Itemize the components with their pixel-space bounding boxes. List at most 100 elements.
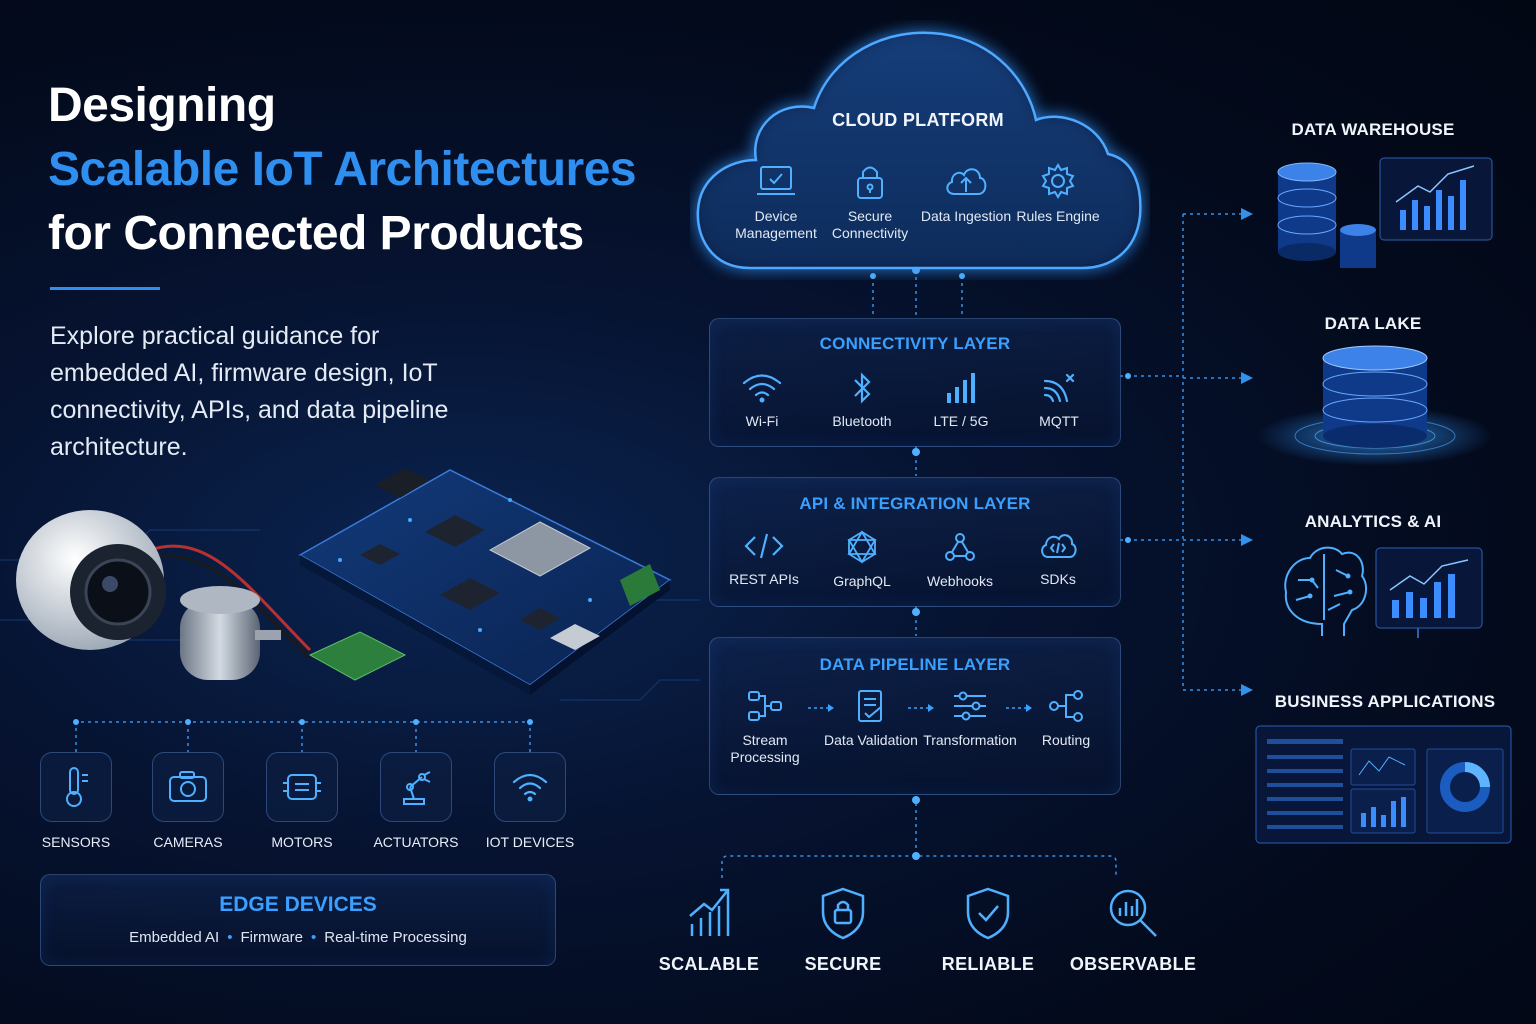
device-label: ACTUATORS bbox=[373, 834, 459, 850]
item-label: GraphQL bbox=[833, 573, 891, 589]
item-label: SDKs bbox=[1040, 571, 1076, 587]
edge-feature: Real-time Processing bbox=[324, 929, 467, 946]
property-observable: OBSERVABLE bbox=[1063, 886, 1203, 975]
device-actuators[interactable]: ACTUATORS bbox=[361, 752, 471, 850]
edge-feature: Firmware bbox=[240, 929, 304, 946]
shield-lock-icon bbox=[821, 887, 865, 940]
cloud-upload-icon bbox=[946, 168, 987, 195]
pipeline-item-transformation[interactable]: Transformation bbox=[915, 688, 1025, 749]
growth-chart-icon bbox=[689, 888, 730, 936]
connectivity-item-mqtt[interactable]: MQTT bbox=[1004, 371, 1114, 430]
item-label: Secure Connectivity bbox=[831, 208, 909, 241]
pipeline-title: DATA PIPELINE LAYER bbox=[819, 655, 1011, 674]
routing-icon bbox=[1049, 690, 1083, 722]
item-label: Stream Processing bbox=[730, 732, 800, 765]
title-line-2: Scalable IoT Architectures bbox=[48, 143, 637, 196]
connectivity-item-bluetooth[interactable]: Bluetooth bbox=[807, 371, 917, 430]
webhook-icon bbox=[945, 533, 975, 561]
checklist-icon bbox=[858, 690, 882, 722]
item-label: Routing bbox=[1041, 732, 1091, 748]
cloud-item-secure-connectivity[interactable]: Secure Connectivity bbox=[815, 162, 925, 242]
robot-arm-icon bbox=[403, 771, 431, 805]
api-item-sdks[interactable]: SDKs bbox=[1003, 529, 1113, 588]
cloud-item-data-ingestion[interactable]: Data Ingestion bbox=[911, 162, 1021, 225]
property-scalable: SCALABLE bbox=[639, 886, 779, 975]
edge-feature: Embedded AI bbox=[129, 929, 220, 946]
lock-icon bbox=[857, 166, 883, 199]
brain-icon bbox=[1284, 546, 1483, 638]
api-title: API & INTEGRATION LAYER bbox=[799, 494, 1031, 513]
signal-bars-icon bbox=[947, 373, 975, 403]
property-reliable: RELIABLE bbox=[918, 886, 1058, 975]
gear-icon bbox=[1041, 163, 1075, 199]
title-underline bbox=[50, 287, 160, 290]
destination-analytics-ai-label: ANALYTICS & AI bbox=[1304, 512, 1442, 531]
item-label: LTE / 5G bbox=[933, 413, 989, 429]
wifi-icon bbox=[742, 374, 782, 403]
device-label: MOTORS bbox=[271, 834, 333, 850]
property-label: SECURE bbox=[804, 954, 882, 974]
item-label: Wi-Fi bbox=[745, 413, 779, 429]
item-label: Device Management bbox=[735, 208, 817, 241]
device-iot[interactable]: IOT DEVICES bbox=[475, 752, 585, 850]
device-label: CAMERAS bbox=[153, 834, 223, 850]
item-label: Bluetooth bbox=[832, 413, 892, 429]
code-icon bbox=[744, 533, 784, 559]
cloud-shape bbox=[696, 31, 1142, 270]
wifi-icon bbox=[512, 773, 548, 802]
title-line-1: Designing bbox=[48, 79, 276, 132]
item-label: Rules Engine bbox=[1016, 208, 1100, 224]
item-label: Webhooks bbox=[927, 573, 993, 589]
item-label: REST APIs bbox=[729, 571, 799, 587]
thermometer-icon bbox=[66, 767, 88, 807]
connectivity-item-lte[interactable]: LTE / 5G bbox=[906, 371, 1016, 430]
cloud-item-rules-engine[interactable]: Rules Engine bbox=[1003, 162, 1113, 225]
pipeline-item-validation[interactable]: Data Validation bbox=[816, 688, 926, 749]
edge-features: Embedded AI•Firmware•Real-time Processin… bbox=[129, 929, 467, 946]
camera-icon bbox=[169, 771, 207, 802]
property-label: OBSERVABLE bbox=[1069, 954, 1197, 974]
destination-business-apps-label: BUSINESS APPLICATIONS bbox=[1274, 692, 1496, 711]
title-line-3: for Connected Products bbox=[48, 207, 584, 260]
bluetooth-icon bbox=[854, 372, 871, 404]
pipeline-layer-panel: DATA PIPELINE LAYER Stream Processing Da… bbox=[709, 637, 1121, 795]
dashboard-icon bbox=[1255, 725, 1512, 844]
graphql-icon bbox=[847, 530, 877, 564]
pipeline-item-stream[interactable]: Stream Processing bbox=[710, 688, 820, 766]
item-label: Data Ingestion bbox=[920, 208, 1012, 224]
item-label: MQTT bbox=[1039, 413, 1079, 429]
api-item-rest[interactable]: REST APIs bbox=[709, 529, 819, 588]
device-cameras[interactable]: CAMERAS bbox=[133, 752, 243, 850]
api-layer-panel: API & INTEGRATION LAYER REST APIs GraphQ… bbox=[709, 477, 1121, 607]
device-label: SENSORS bbox=[41, 834, 111, 850]
stream-icon bbox=[748, 691, 782, 721]
property-label: SCALABLE bbox=[658, 954, 760, 974]
cloud-title: CLOUD PLATFORM bbox=[832, 110, 1004, 130]
connectivity-item-wifi[interactable]: Wi-Fi bbox=[707, 371, 817, 430]
device-motors[interactable]: MOTORS bbox=[247, 752, 357, 850]
camera-device bbox=[16, 510, 166, 650]
destination-data-lake-label: DATA LAKE bbox=[1324, 314, 1422, 333]
pipeline-arrows bbox=[808, 704, 1032, 712]
device-sensors[interactable]: SENSORS bbox=[21, 752, 131, 850]
device-label: IOT DEVICES bbox=[485, 834, 575, 850]
edge-title: EDGE DEVICES bbox=[219, 893, 377, 916]
connectivity-title: CONNECTIVITY LAYER bbox=[819, 334, 1011, 353]
motor-device bbox=[180, 586, 281, 680]
property-label: RELIABLE bbox=[941, 954, 1035, 974]
database-icon bbox=[1277, 157, 1493, 268]
laptop-icon bbox=[757, 166, 795, 195]
cloud-item-device-management[interactable]: Device Management bbox=[721, 162, 831, 242]
destination-data-warehouse-label: DATA WAREHOUSE bbox=[1291, 120, 1455, 139]
item-label: Data Validation bbox=[824, 732, 918, 748]
hardware-illustration bbox=[16, 468, 672, 695]
item-label: Transformation bbox=[923, 732, 1017, 748]
property-secure: SECURE bbox=[773, 886, 913, 975]
api-item-graphql[interactable]: GraphQL bbox=[807, 529, 917, 590]
motor-icon bbox=[283, 774, 321, 800]
magnifier-chart-icon bbox=[1109, 889, 1157, 937]
connectivity-layer-panel: CONNECTIVITY LAYER Wi-Fi Bluetooth LTE /… bbox=[709, 318, 1121, 447]
sdk-icon bbox=[1041, 534, 1077, 558]
api-item-webhooks[interactable]: Webhooks bbox=[905, 529, 1015, 590]
pipeline-item-routing[interactable]: Routing bbox=[1011, 688, 1121, 749]
